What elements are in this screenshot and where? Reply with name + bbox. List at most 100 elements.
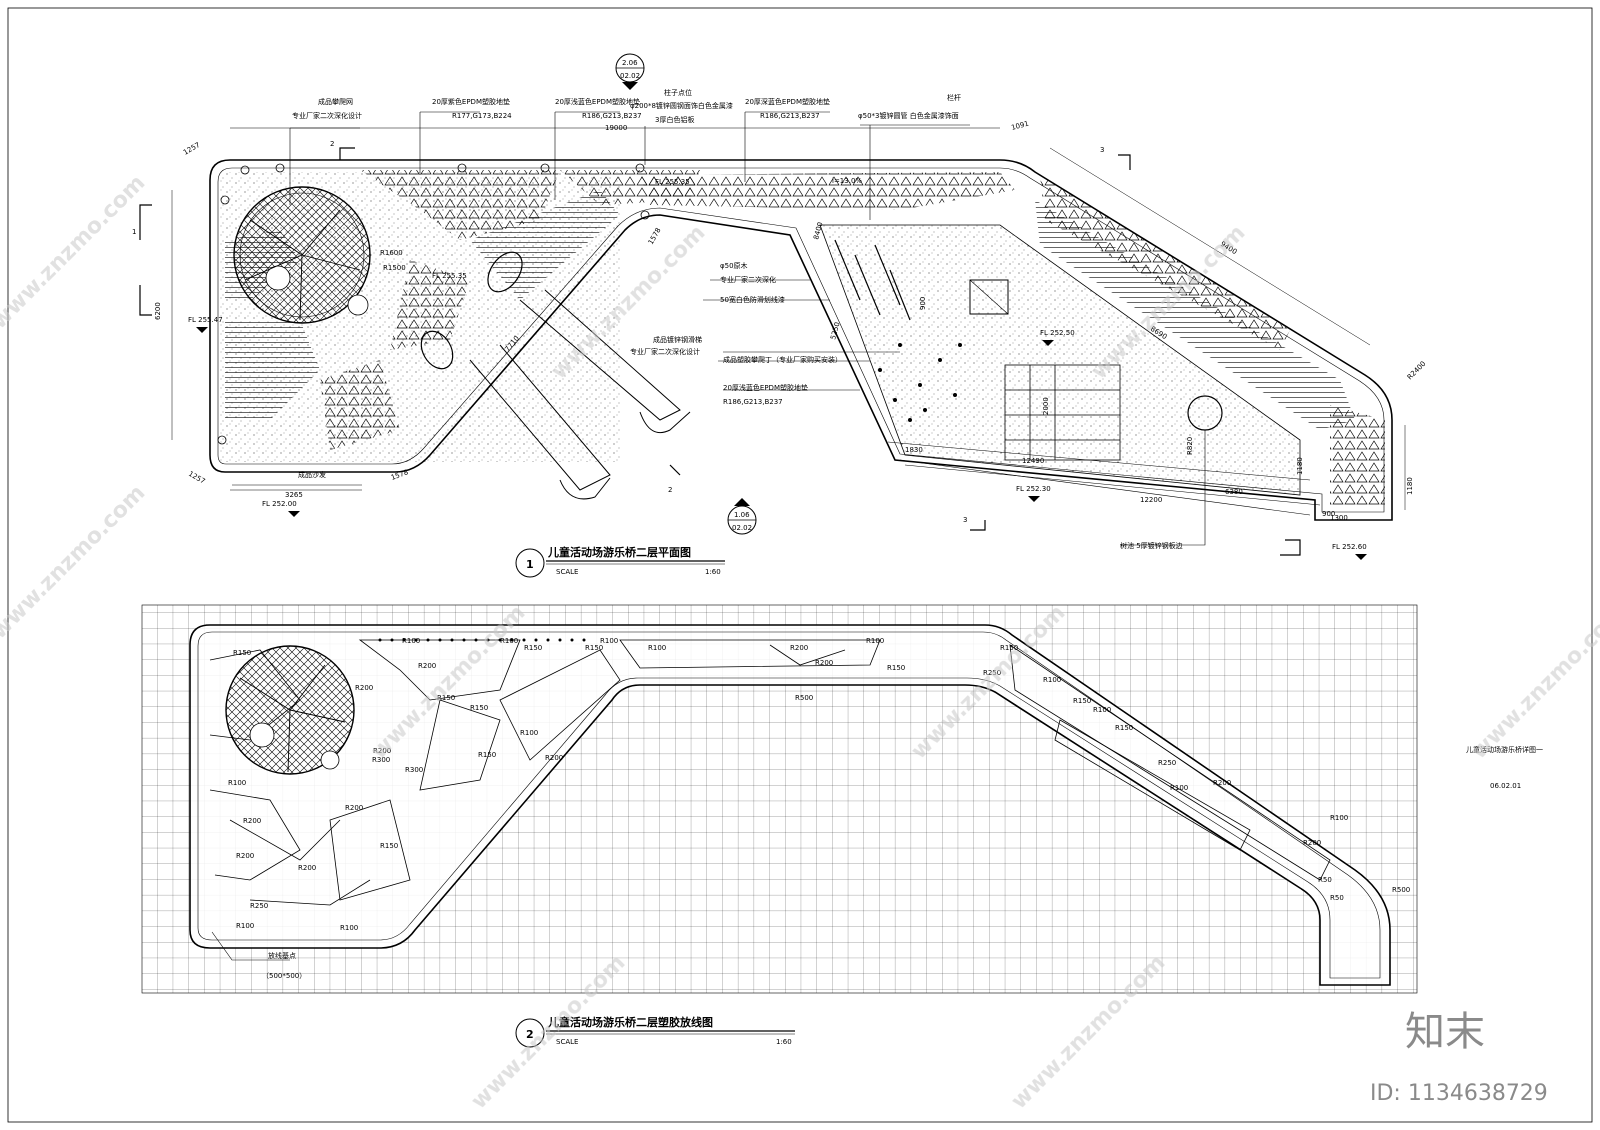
level-252-60: FL 252.60 (1332, 543, 1367, 551)
r-label-30: R100 (866, 637, 884, 645)
r-label-1: R100 (402, 637, 420, 645)
r-label-35: R250 (983, 669, 1001, 677)
dim-r1600: R1600 (380, 249, 403, 257)
r-label-29: R150 (887, 664, 905, 672)
r-label-17: R200 (243, 817, 261, 825)
r-label-42: R50 (1318, 876, 1332, 884)
r-label-2: R100 (500, 637, 518, 645)
r-label-37: R250 (1158, 759, 1176, 767)
dim-r1500: R1500 (383, 264, 406, 272)
level-markers (196, 327, 1367, 560)
dim-1578b: 1578 (647, 227, 663, 246)
dim-900b: 900 (919, 297, 927, 310)
r-label-0: R150 (233, 649, 251, 657)
ann-vendor-design-a: 专业厂家二次深化设计 (292, 111, 362, 120)
r-label-32: R100 (1043, 676, 1061, 684)
right-platform (819, 224, 1301, 496)
dim-overall-top: 19000 (605, 124, 627, 132)
light-blue-zone-3 (320, 360, 400, 450)
r-label-24: R100 (340, 924, 358, 932)
level-255-35b: FL 255.35 (432, 272, 467, 280)
r-label-12: R150 (478, 751, 496, 759)
r-label-6: R200 (418, 662, 436, 670)
ann-light-blue-rgb-2: R186,G213,B237 (723, 398, 783, 406)
grid-origin-leader (211, 931, 290, 961)
ann-aluminum: 3厚白色铝板 (655, 115, 694, 124)
r-label-7: R200 (355, 684, 373, 692)
ann-grid-origin: 放线基点 (268, 951, 296, 960)
sheet-border (7, 7, 1593, 1123)
slide-tubes (469, 289, 691, 500)
cut-label-3b: 3 (963, 516, 967, 524)
ann-purple-rgb: R177,G173,B224 (452, 112, 512, 120)
dim-1257a: 1257 (182, 141, 201, 157)
dim-900: 900 (1322, 510, 1335, 518)
slide-opening-1 (487, 251, 523, 293)
ann-sofa: 成品沙发 (298, 470, 326, 479)
level-slope: i=13.0% (832, 177, 862, 185)
dim-1257b: 1257 (187, 470, 206, 486)
r-label-43: R50 (1330, 894, 1344, 902)
r-label-33: R150 (1073, 697, 1091, 705)
section-cut-lines (139, 147, 1301, 556)
view1-title: 儿童活动场游乐桥二层平面图 (547, 545, 691, 559)
r-label-22: R100 (236, 922, 254, 930)
id-watermark: ID: 1134638729 (1370, 1081, 1548, 1106)
view1-plan: 1 2 2 3 3 2.06 02.02 1.06 02.02 (132, 53, 1428, 578)
watermark-4: www.znzmo.com (0, 480, 150, 644)
dim-r2400: R2400 (1406, 360, 1428, 382)
ann-light-blue-epdm-2: 20厚浅蓝色EPDM塑胶地垫 (723, 383, 808, 392)
section-ref-top-number: 2.06 (622, 59, 638, 67)
ann-dark-blue-epdm: 20厚深蓝色EPDM塑胶地垫 (745, 97, 830, 106)
r-label-28: R500 (795, 694, 813, 702)
deck-outline-inner (217, 167, 1385, 513)
r-label-40: R200 (1303, 839, 1321, 847)
view2-layout: 放线基点 （500*500） R150 R100 R100 R150 R150 … (141, 604, 1418, 1048)
ann-railing: 栏杆 (947, 93, 961, 102)
ann-dark-blue-rgb: R186,G213,B237 (760, 112, 820, 120)
view2-number-bubble (515, 1018, 545, 1048)
r-label-20: R150 (380, 842, 398, 850)
ann-climb-nails: 成品塑胶攀爬丁（专业厂家购买安装） (723, 355, 842, 364)
r-label-11: R100 (520, 729, 538, 737)
layout-outline-inner (197, 631, 1381, 979)
r-label-36: R150 (1115, 724, 1133, 732)
r-label-23: R250 (250, 902, 268, 910)
view1-number-bubble (515, 548, 545, 578)
r-label-34: R100 (1093, 706, 1111, 714)
dim-1578a: 1578 (390, 468, 409, 482)
dim-12200: 12200 (1140, 496, 1162, 504)
r-label-26: R200 (790, 644, 808, 652)
light-blue-zone (360, 170, 560, 240)
dim-1300: 1300 (1330, 514, 1348, 522)
ann-slide: 成品镀锌钢滑梯 (653, 335, 702, 344)
section-ref-top: 2.06 02.02 (615, 53, 645, 90)
watermark-1: www.znzmo.com (0, 170, 150, 334)
sheet-number: 06.02.01 (1490, 782, 1521, 790)
dim-1091: 1091 (1010, 120, 1029, 132)
light-blue-zone-2 (390, 260, 470, 350)
r-label-41: R100 (1330, 814, 1348, 822)
ann-climbing-net: 成品攀爬网 (318, 97, 353, 106)
section-ref-top-sheet: 02.02 (620, 72, 640, 80)
r-label-44: R500 (1392, 886, 1410, 894)
dim-left-h: 6200 (154, 302, 162, 320)
section-ref-bottom: 1.06 02.02 (727, 498, 757, 535)
bridge-tri-zone (640, 172, 1015, 210)
r-label-38: R100 (1170, 784, 1188, 792)
bridge-tri-zone-2 (1040, 175, 1290, 350)
dim-bottom-left: 3265 (285, 491, 303, 499)
ann-log: φ50原木 (720, 261, 748, 270)
slide-opening-2 (420, 330, 454, 370)
r-label-8: R300 (372, 756, 390, 764)
right-edge-zone (1330, 405, 1385, 505)
r-label-27: R200 (815, 659, 833, 667)
brand-watermark: 知末 (1405, 1009, 1485, 1055)
layout-zones (209, 639, 1331, 906)
pillar-points (217, 163, 650, 445)
sheet-title: 儿童活动场游乐桥详图一 (1466, 745, 1543, 754)
cut-label-2a: 2 (330, 140, 334, 148)
dark-stripe-zone (470, 190, 620, 300)
stair-block (1004, 364, 1121, 461)
layout-net-spokes (239, 664, 346, 773)
